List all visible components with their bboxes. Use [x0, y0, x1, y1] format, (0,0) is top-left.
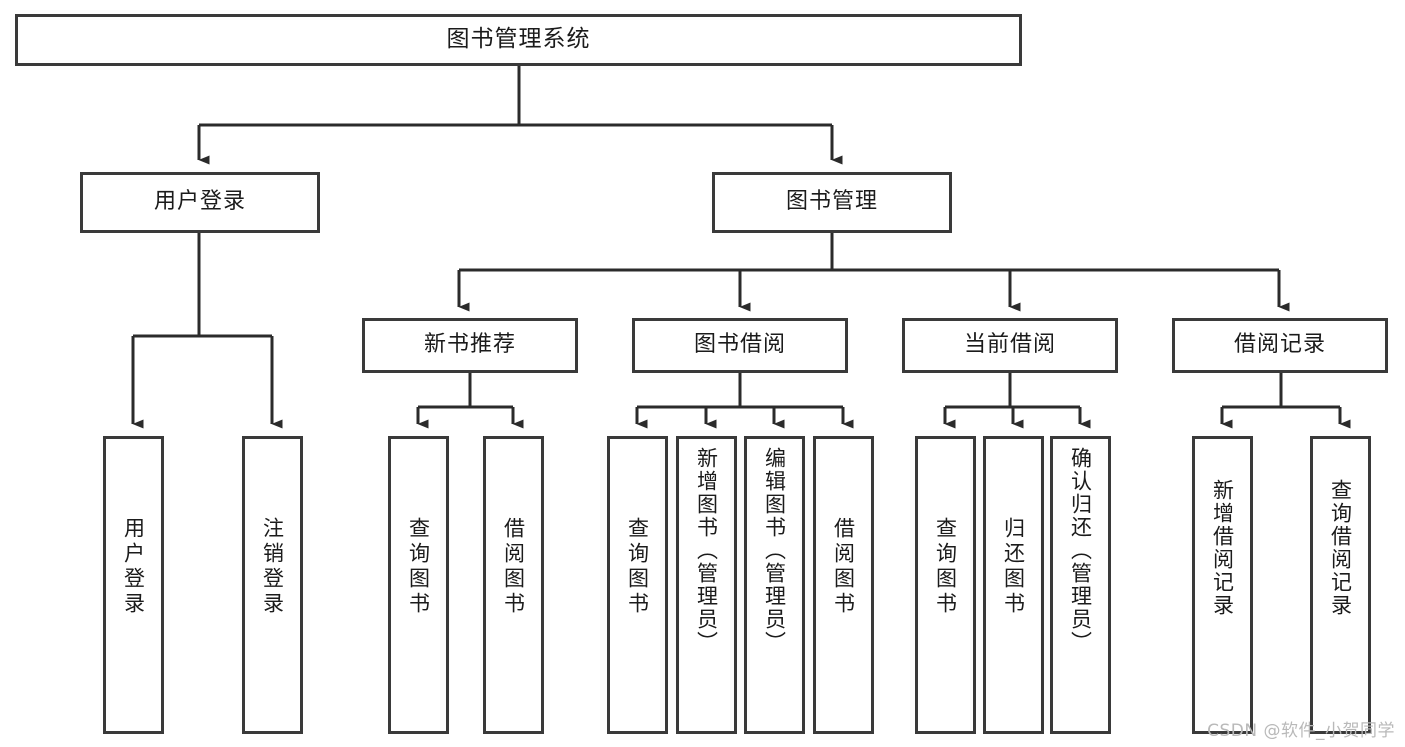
leaf-current-borrow-confirm-return-admin[interactable]: 确认归还（管理员）: [1050, 436, 1111, 734]
node-new-book-recommend[interactable]: 新书推荐: [362, 318, 578, 373]
node-current-borrow[interactable]: 当前借阅: [902, 318, 1118, 373]
leaf-user-login-logout[interactable]: 注销登录: [242, 436, 303, 734]
leaf-user-login-login[interactable]: 用户登录: [103, 436, 164, 734]
node-label: 查询借阅记录: [1328, 479, 1353, 617]
leaf-book-borrow-edit-book-admin[interactable]: 编辑图书（管理员）: [744, 436, 805, 734]
node-label: 注销登录: [260, 517, 285, 617]
node-borrow-records[interactable]: 借阅记录: [1172, 318, 1388, 373]
leaf-current-borrow-return-book[interactable]: 归还图书: [983, 436, 1044, 734]
leaf-book-borrow-add-book-admin[interactable]: 新增图书（管理员）: [676, 436, 737, 734]
node-label: 图书借阅: [693, 332, 786, 358]
node-root-book-management-system[interactable]: 图书管理系统: [15, 14, 1022, 66]
node-book-borrow[interactable]: 图书借阅: [632, 318, 848, 373]
node-label: 新增图书（管理员）: [694, 447, 719, 654]
node-label: 查询图书: [933, 517, 958, 617]
leaf-borrow-records-query-record[interactable]: 查询借阅记录: [1310, 436, 1371, 734]
node-user-login[interactable]: 用户登录: [80, 172, 320, 233]
node-label: 图书管理: [785, 189, 878, 215]
node-label: 借阅记录: [1233, 332, 1326, 358]
node-label: 用户登录: [121, 517, 146, 617]
leaf-new-book-borrow-book[interactable]: 借阅图书: [483, 436, 544, 734]
node-label: 新书推荐: [423, 332, 516, 358]
leaf-borrow-records-add-record[interactable]: 新增借阅记录: [1192, 436, 1253, 734]
leaf-book-borrow-borrow-book[interactable]: 借阅图书: [813, 436, 874, 734]
node-label: 用户登录: [153, 189, 246, 215]
csdn-watermark: CSDN @软件_小贺同学: [1207, 721, 1395, 741]
leaf-book-borrow-query-book[interactable]: 查询图书: [607, 436, 668, 734]
node-label: 新增借阅记录: [1210, 479, 1235, 617]
leaf-current-borrow-query-book[interactable]: 查询图书: [915, 436, 976, 734]
node-label: 归还图书: [1001, 517, 1026, 617]
node-label: 查询图书: [406, 517, 431, 617]
node-book-management[interactable]: 图书管理: [712, 172, 952, 233]
node-label: 确认归还（管理员）: [1068, 447, 1093, 654]
node-label: 编辑图书（管理员）: [762, 447, 787, 654]
node-label: 图书管理系统: [446, 26, 591, 53]
leaf-new-book-query-book[interactable]: 查询图书: [388, 436, 449, 734]
node-label: 查询图书: [625, 517, 650, 617]
node-label: 借阅图书: [831, 517, 856, 617]
node-label: 当前借阅: [963, 332, 1056, 358]
node-label: 借阅图书: [501, 517, 526, 617]
